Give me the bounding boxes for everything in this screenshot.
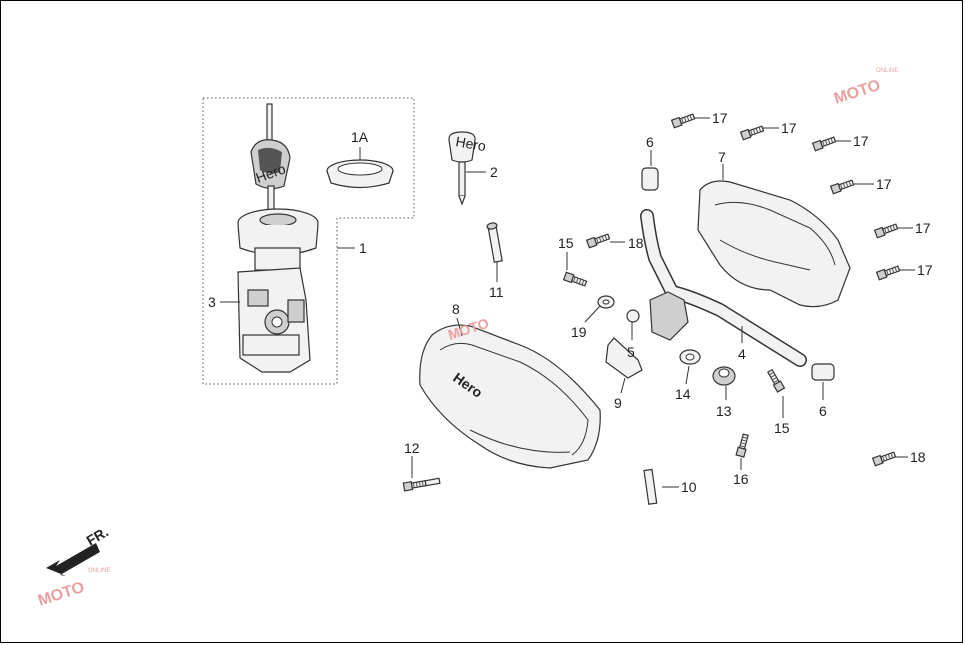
bolt-17e	[874, 222, 899, 239]
label-18a: 18	[628, 235, 644, 251]
assembly-outline	[202, 97, 415, 385]
leader-9	[620, 377, 626, 394]
front-handle-cover-part	[419, 324, 601, 469]
bolt-17f	[876, 264, 901, 281]
nut-part	[712, 366, 736, 386]
front-marker-label: FR.	[84, 523, 112, 548]
label-7: 7	[718, 149, 726, 165]
label-17c: 17	[853, 133, 869, 149]
label-17e: 17	[915, 220, 931, 236]
bracket-part	[605, 337, 643, 379]
bolt-17d	[830, 178, 855, 195]
label-6a: 6	[646, 134, 654, 150]
label-15b: 15	[774, 420, 790, 436]
ignition-switch-part	[237, 208, 319, 373]
leader-8	[456, 317, 463, 337]
long-pin-part	[643, 468, 658, 505]
bolt-12	[402, 477, 441, 492]
label-14: 14	[675, 386, 691, 402]
grommet-part	[641, 167, 659, 191]
label-2: 2	[490, 164, 498, 180]
label-5: 5	[627, 344, 635, 360]
label-6b: 6	[819, 403, 827, 419]
label-17f: 17	[917, 262, 933, 278]
bolt-17b	[740, 124, 765, 141]
label-10: 10	[681, 479, 697, 495]
label-17d: 17	[876, 176, 892, 192]
rear-handle-cover-part	[697, 180, 851, 308]
bolt-15a	[563, 271, 588, 288]
bolt-16	[735, 433, 751, 458]
bolt-18a	[586, 232, 611, 249]
leader-19	[584, 305, 601, 323]
handlebar-switch-part	[626, 291, 689, 341]
lock-cap-part	[326, 159, 394, 189]
flat-washer-part	[679, 349, 701, 365]
bolt-17a	[671, 112, 696, 129]
leader-14	[685, 365, 690, 385]
washer-part	[597, 295, 615, 309]
label-1a: 1A	[351, 129, 369, 145]
watermark-bottom-left: MOTO	[36, 579, 87, 610]
bolt-17c	[812, 135, 837, 152]
watermark-sub-bottom: ONLINE	[88, 568, 110, 574]
bolt-18b	[872, 450, 897, 467]
watermark-top-right: MOTO	[832, 77, 883, 108]
label-18b: 18	[910, 449, 926, 465]
handlebar-pipe-part	[640, 209, 807, 367]
pin-part	[486, 222, 503, 263]
spare-key-brand-label: Hero	[454, 133, 487, 154]
grommet-part-b	[811, 363, 835, 381]
label-4: 4	[738, 346, 746, 362]
spare-key-part	[448, 131, 476, 206]
label-17b: 17	[781, 120, 797, 136]
label-19: 19	[571, 324, 587, 340]
label-17a: 17	[712, 110, 728, 126]
label-1: 1	[359, 240, 367, 256]
label-12: 12	[404, 440, 420, 456]
bolt-15b	[765, 368, 786, 393]
label-16: 16	[733, 471, 749, 487]
label-15a: 15	[558, 235, 574, 251]
label-11: 11	[489, 284, 504, 300]
label-3: 3	[208, 294, 216, 310]
front-direction-arrow-icon	[46, 543, 100, 576]
label-13: 13	[716, 403, 732, 419]
label-9: 9	[614, 395, 622, 411]
ignition-key-part	[250, 103, 291, 215]
label-8: 8	[452, 301, 460, 317]
watermark-sub-top: ONLINE	[876, 68, 898, 74]
